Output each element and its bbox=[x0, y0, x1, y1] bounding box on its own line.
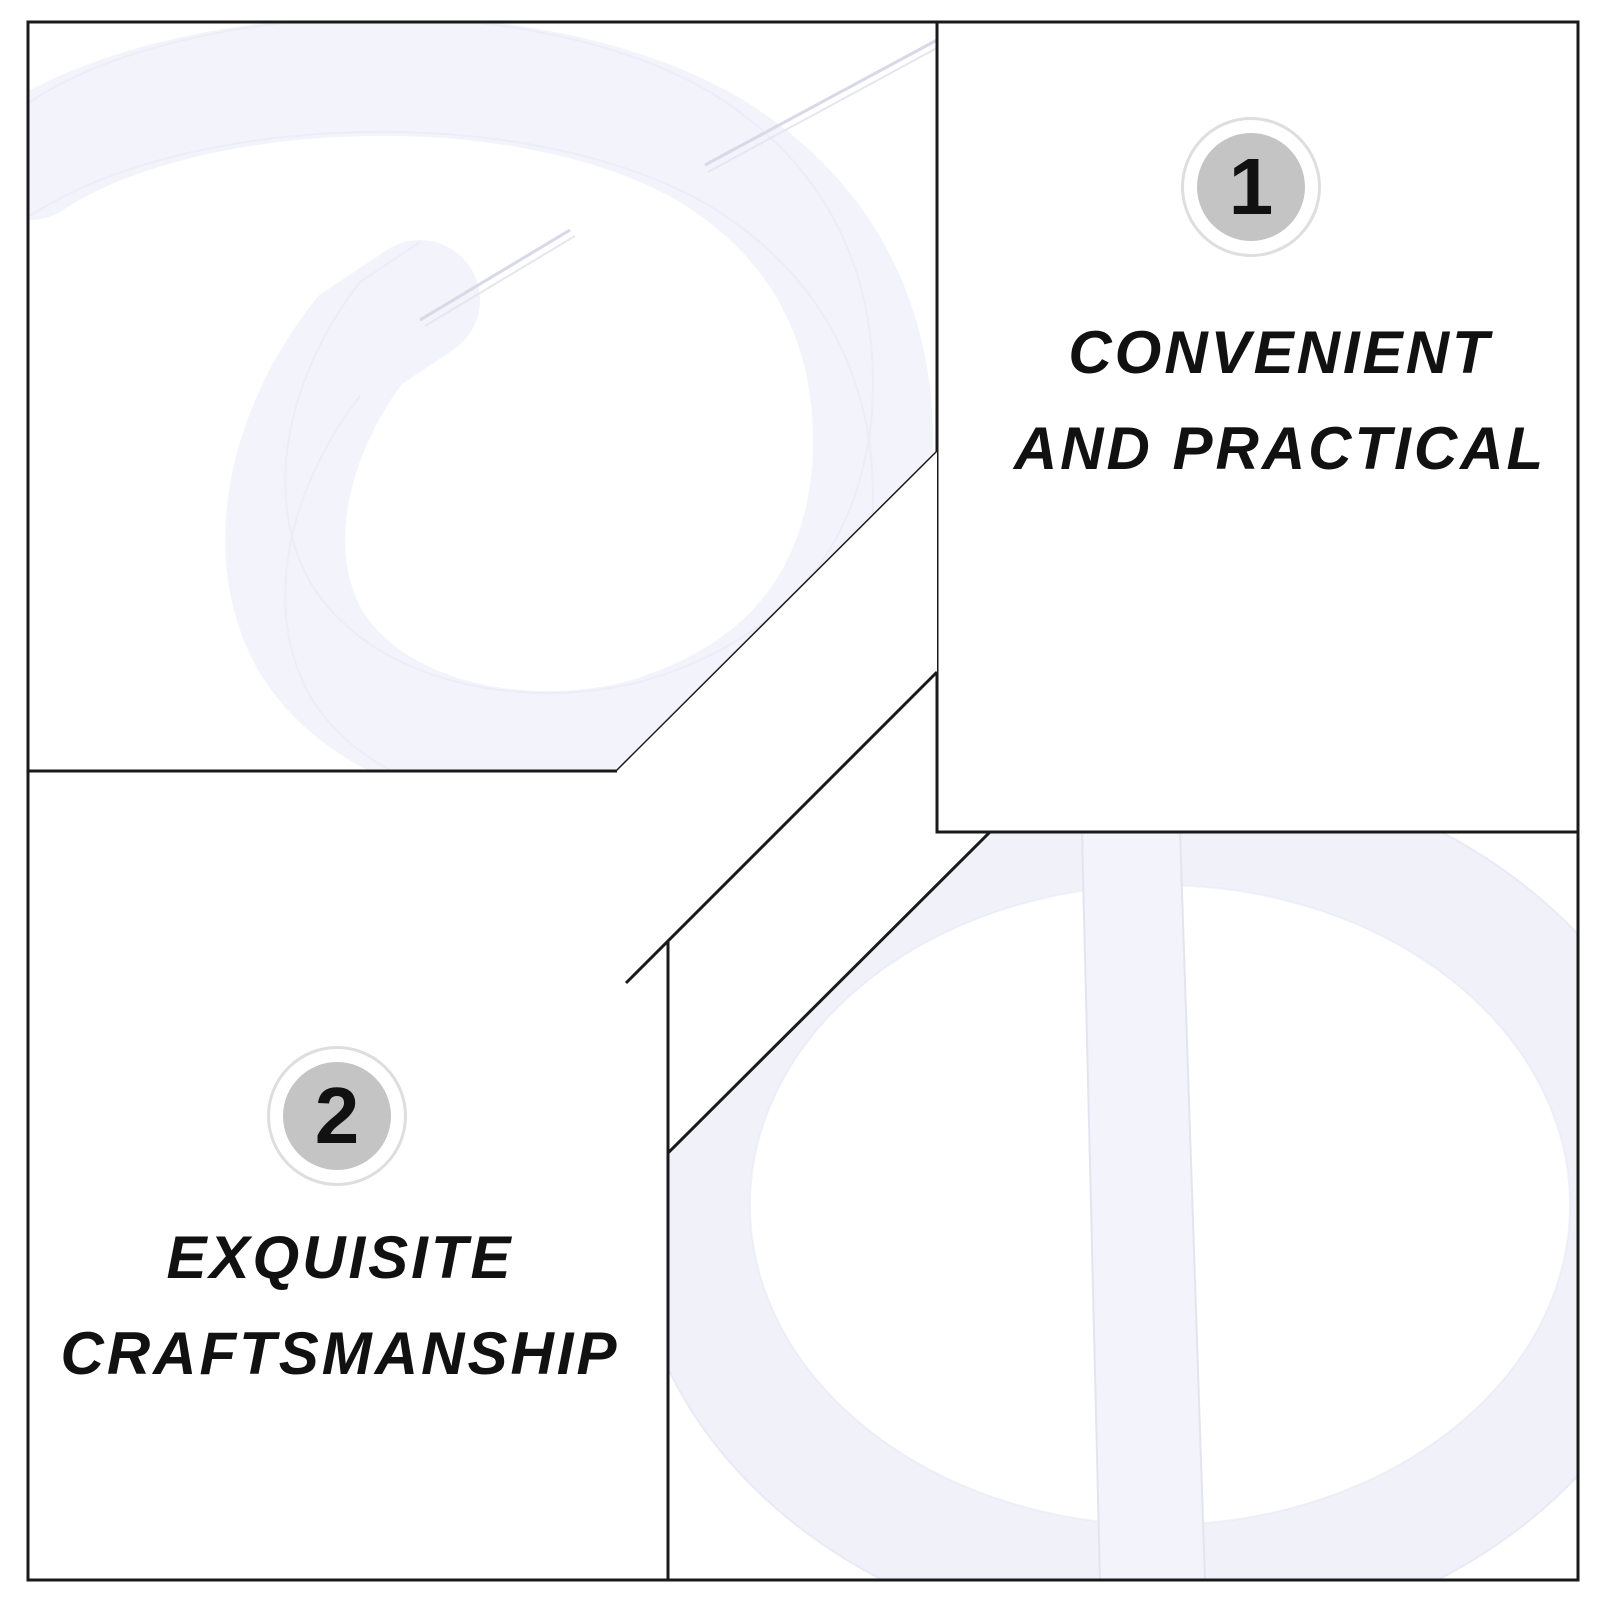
badge-number: 2 bbox=[283, 1062, 391, 1170]
caption-line-1: CONVENIENT bbox=[1068, 319, 1492, 386]
caption-line-2: AND PRACTICAL bbox=[1013, 415, 1547, 482]
number-badge: 1 bbox=[1181, 117, 1321, 257]
cross-ring-photo bbox=[668, 832, 1578, 1580]
caption-line-1: EXQUISITE bbox=[166, 1224, 514, 1291]
bottom-right-frame bbox=[666, 830, 1580, 1582]
diagonal-accent-line bbox=[624, 670, 939, 985]
coiled-ring-photo bbox=[28, 22, 937, 771]
caption-line-2: CRAFTSMANSHIP bbox=[60, 1320, 620, 1387]
feature-craftsmanship: 2 EXQUISITE CRAFTSMANSHIP bbox=[40, 1030, 640, 1430]
badge-number: 1 bbox=[1197, 133, 1305, 241]
feature-convenient: 1 CONVENIENT AND PRACTICAL bbox=[1000, 110, 1560, 510]
diagonal-gap bbox=[617, 452, 937, 988]
feature-caption: CONVENIENT AND PRACTICAL bbox=[1000, 305, 1560, 497]
feature-caption: EXQUISITE CRAFTSMANSHIP bbox=[40, 1210, 640, 1402]
number-badge: 2 bbox=[267, 1046, 407, 1186]
